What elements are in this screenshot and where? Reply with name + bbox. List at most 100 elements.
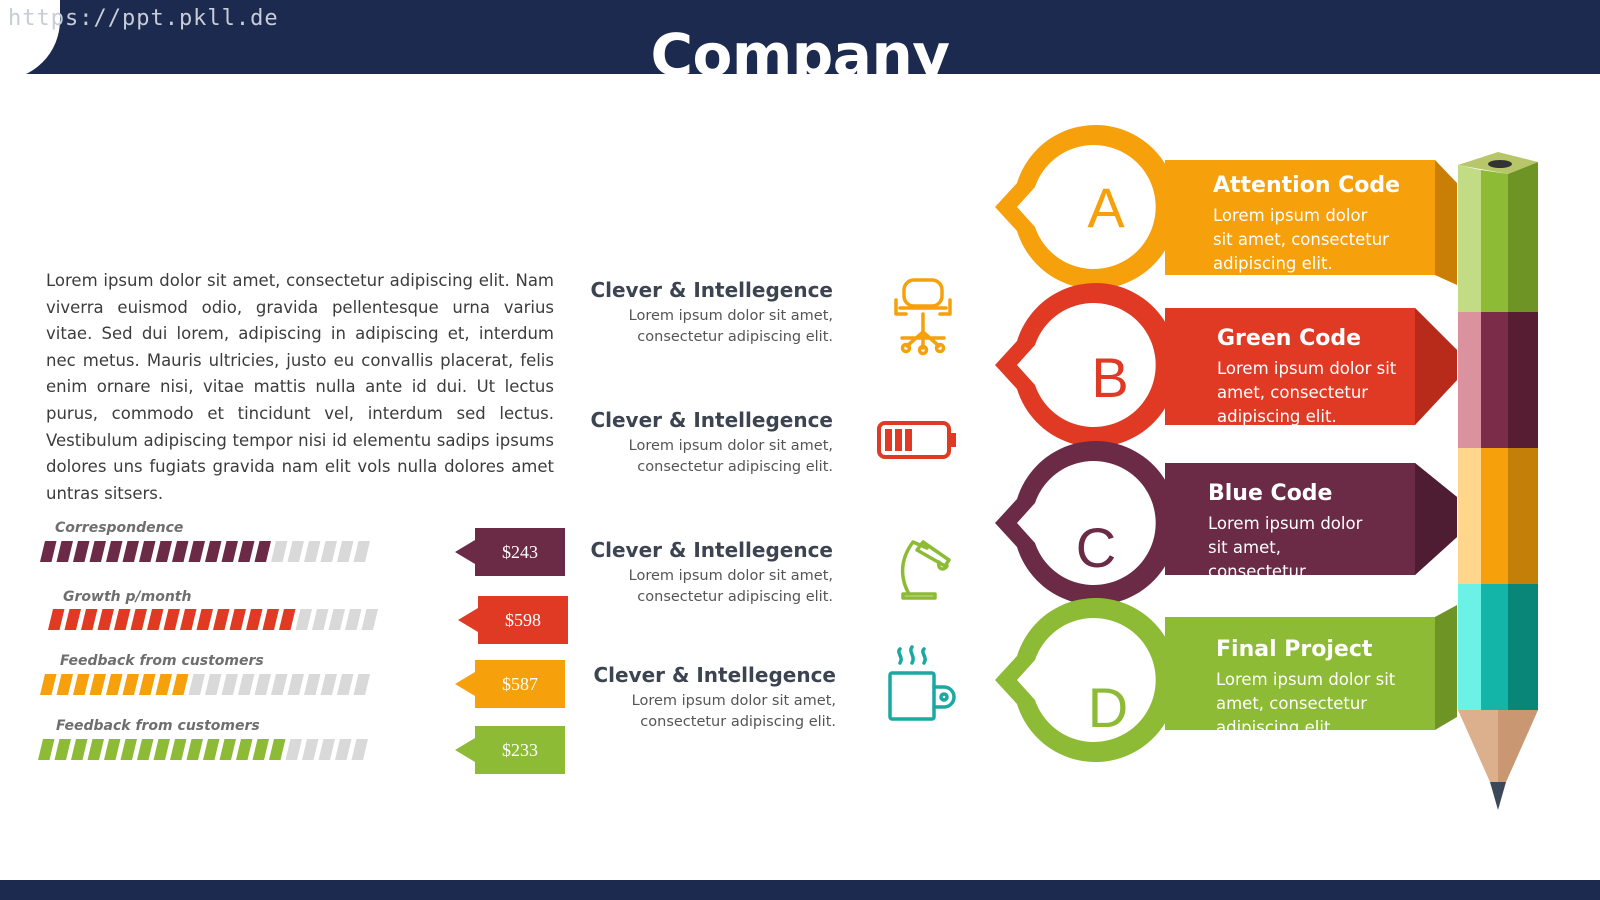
watermark-url: https://ppt.pkll.de: [8, 6, 279, 31]
bar-segment-filled: [229, 609, 246, 630]
bar-segment-empty: [337, 674, 354, 695]
code-desc-d-line-1: Lorem ipsum dolor sit: [1216, 670, 1396, 689]
bar-segment-filled: [213, 609, 230, 630]
metric-tag-2: [458, 596, 568, 644]
bar-segment-filled: [38, 739, 55, 760]
code-letter-c: C: [1075, 516, 1117, 579]
bar-segment-filled: [54, 739, 71, 760]
code-banner-d: [995, 598, 1457, 762]
battery-icon: [877, 421, 956, 459]
bar-segment-empty: [238, 674, 255, 695]
bar-segment-empty: [295, 609, 312, 630]
feature-desc-2: Lorem ipsum dolor sit amet, consectetur …: [543, 436, 833, 478]
bar-segment-empty: [337, 541, 354, 562]
code-desc-b-line-2: amet, consectetur: [1217, 383, 1369, 402]
bar-segment-filled: [106, 541, 123, 562]
bar-segment-filled: [262, 609, 279, 630]
pencil-lead-hole: [1488, 160, 1512, 168]
metric-value-3: $587: [502, 674, 538, 694]
pencil-green-right: [1508, 162, 1538, 312]
bar-segment-filled: [155, 674, 172, 695]
pencil-orange-right: [1508, 448, 1538, 584]
bar-segment-empty: [345, 609, 362, 630]
code-desc-a-line-2: sit amet, consectetur: [1213, 230, 1389, 249]
code-desc-c: Lorem ipsum dolor sit amet, consectetur: [1208, 512, 1398, 584]
metric-tag-3: [455, 660, 565, 708]
metric-tag-2-shape: [458, 596, 568, 644]
bar-segment-filled: [238, 541, 255, 562]
bar-segment-filled: [48, 609, 65, 630]
bar-segment-empty: [304, 674, 321, 695]
code-desc-c-line-1: Lorem ipsum dolor: [1208, 514, 1363, 533]
metric-label-growth: Growth p/month: [63, 589, 192, 605]
bar-segment-filled: [279, 609, 296, 630]
code-desc-d-line-3: adipiscing elit.: [1216, 718, 1336, 737]
code-banner-a-strip: [1165, 160, 1435, 275]
bar-segment-filled: [172, 541, 189, 562]
pencil-plum-mid: [1481, 312, 1508, 448]
code-title-c: Blue Code: [1208, 481, 1333, 506]
pencil-teal-body-mid: [1481, 584, 1508, 717]
code-desc-d: Lorem ipsum dolor sit amet, consectetur …: [1216, 668, 1406, 740]
bar-segment-filled: [73, 674, 90, 695]
code-banner-d-drop-inner: [1017, 618, 1156, 742]
slide-title: Company Presentation: [650, 21, 950, 74]
bar-segment-filled: [180, 609, 197, 630]
bar-segment-empty: [221, 674, 238, 695]
metric-bar-feedback-2: [38, 739, 368, 760]
footer-bar: [0, 880, 1600, 900]
code-banner-c-strip-shade: [1415, 463, 1457, 575]
bar-segment-filled: [219, 739, 236, 760]
bar-segment-filled: [137, 739, 154, 760]
metric-tag-3-shape: [455, 660, 565, 708]
metric-bar-correspondence: [40, 541, 370, 562]
bar-segment-empty: [320, 674, 337, 695]
bar-segment-empty: [271, 674, 288, 695]
bar-segment-filled: [254, 541, 271, 562]
metric-value-4: $233: [502, 740, 538, 760]
code-banner-c: [995, 441, 1457, 605]
pencil-illustration: [1458, 152, 1538, 810]
code-desc-a-line-1: Lorem ipsum dolor: [1213, 206, 1368, 225]
code-desc-c-line-3: consectetur: [1208, 562, 1306, 581]
bar-segment-filled: [186, 739, 203, 760]
bar-segment-empty: [205, 674, 222, 695]
bar-segment-filled: [40, 674, 57, 695]
bar-segment-filled: [56, 674, 73, 695]
code-letter-a: A: [1087, 176, 1125, 239]
bar-segment-filled: [170, 739, 187, 760]
coffee-mug-icon: [888, 645, 956, 721]
feature-desc-4: Lorem ipsum dolor sit amet, consectetur …: [546, 691, 836, 733]
feature-desc-1: Lorem ipsum dolor sit amet, consectetur …: [543, 306, 833, 348]
feature-desc-4-line-1: Lorem ipsum dolor sit amet,: [631, 693, 836, 709]
bar-segment-empty: [318, 739, 335, 760]
bar-segment-filled: [114, 609, 131, 630]
bar-segment-empty: [361, 609, 378, 630]
bar-segment-empty: [351, 739, 368, 760]
code-banner-a: [995, 125, 1457, 290]
feature-title-1: Clever & Intellegence: [590, 278, 833, 302]
code-banner-a-drop-inner: [1017, 145, 1156, 269]
feature-desc-1-line-2: consectetur adipiscing elit.: [637, 329, 833, 345]
bar-segment-filled: [196, 609, 213, 630]
feature-desc-2-line-2: consectetur adipiscing elit.: [637, 459, 833, 475]
code-desc-c-line-2: sit amet,: [1208, 538, 1281, 557]
bar-segment-filled: [155, 541, 172, 562]
bar-segment-filled: [71, 739, 88, 760]
code-desc-a-line-3: adipiscing elit.: [1213, 254, 1333, 273]
bar-segment-filled: [56, 541, 73, 562]
bar-segment-empty: [353, 674, 370, 695]
bar-segment-empty: [320, 541, 337, 562]
bar-segment-filled: [221, 541, 238, 562]
bar-segment-empty: [335, 739, 352, 760]
bar-segment-filled: [139, 674, 156, 695]
bar-segment-filled: [64, 609, 81, 630]
metric-label-feedback-2: Feedback from customers: [56, 718, 260, 734]
bar-segment-filled: [97, 609, 114, 630]
bar-segment-filled: [236, 739, 253, 760]
feature-desc-3: Lorem ipsum dolor sit amet, consectetur …: [543, 566, 833, 608]
bar-segment-empty: [304, 541, 321, 562]
code-banners: [995, 125, 1457, 762]
bar-segment-filled: [130, 609, 147, 630]
code-desc-b-line-3: adipiscing elit.: [1217, 407, 1337, 426]
